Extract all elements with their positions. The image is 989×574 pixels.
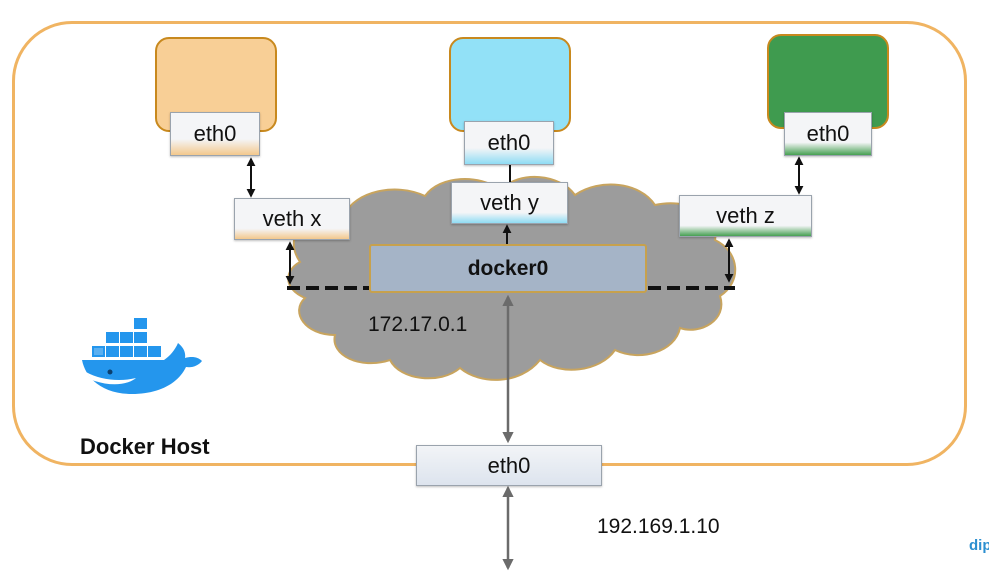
host-ip-label: 192.169.1.10 <box>597 515 720 538</box>
container-y-eth0: eth0 <box>464 121 554 165</box>
container-z-eth0: eth0 <box>784 112 872 156</box>
host-eth0: eth0 <box>416 445 602 486</box>
docker0-bridge: docker0 <box>369 244 647 293</box>
docker-whale-icon <box>82 318 202 394</box>
veth-x: veth x <box>234 198 350 240</box>
bridge-ip-label: 172.17.0.1 <box>368 313 468 336</box>
container-x-eth0: eth0 <box>170 112 260 156</box>
docker-host-label: Docker Host <box>80 434 210 459</box>
veth-y: veth y <box>451 182 568 224</box>
veth-z: veth z <box>679 195 812 237</box>
corner-watermark-text: dip <box>969 537 989 554</box>
